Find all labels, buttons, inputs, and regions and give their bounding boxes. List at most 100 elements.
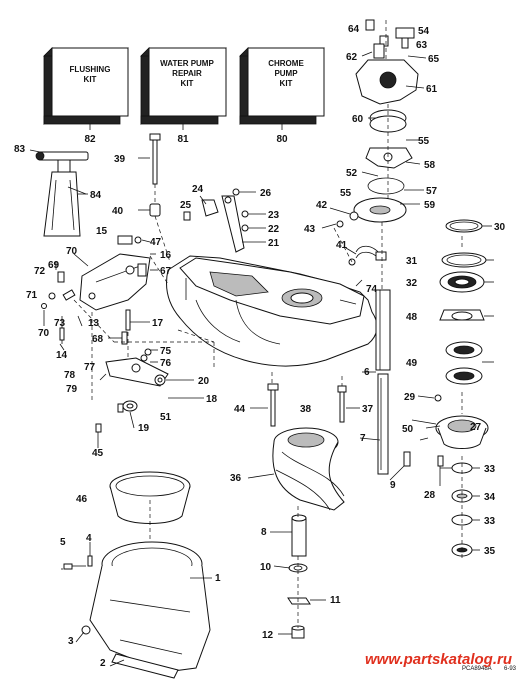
kit-label-line1: FLUSHING: [70, 65, 111, 74]
kit-label-line1: WATER PUMP: [160, 59, 214, 68]
kit-label-line2: PUMP: [274, 69, 298, 78]
bracket-18: [105, 348, 204, 399]
callout-70: 70: [66, 246, 78, 257]
callout-70: 70: [38, 328, 50, 339]
callout-4: 4: [86, 533, 92, 544]
callout-80: 80: [276, 134, 288, 145]
callout-72: 72: [34, 266, 46, 277]
callout-81: 81: [177, 134, 189, 145]
callout-7: 7: [360, 433, 366, 444]
figure-code: PCA8948A: [462, 666, 492, 672]
callout-34: 34: [484, 492, 496, 503]
bolt-45: [95, 423, 102, 440]
callout-27: 27: [470, 422, 482, 433]
callout-71: 71: [26, 290, 38, 301]
callout-68: 68: [92, 334, 104, 345]
callout-19: 19: [138, 423, 150, 434]
callout-25: 25: [180, 200, 192, 211]
seal-48: [439, 309, 485, 321]
upper-pump-parts: [353, 19, 419, 223]
callout-63: 63: [416, 40, 428, 51]
callout-78: 78: [64, 370, 76, 381]
callout-33: 33: [484, 464, 496, 475]
callout-38: 38: [300, 404, 312, 415]
callout-43: 43: [304, 224, 316, 235]
bearing-32: [439, 271, 485, 293]
callout-26: 26: [260, 188, 272, 199]
callout-52: 52: [346, 168, 358, 179]
bracket-21: [221, 188, 266, 253]
small-parts-left: [41, 263, 147, 344]
seal-housing-50: [435, 415, 489, 449]
flushing-adapter: [29, 149, 89, 237]
watermark-link[interactable]: www.partskatalog.ru: [365, 651, 512, 668]
callout-74: 74: [366, 284, 378, 295]
callout-36: 36: [230, 473, 242, 484]
callout-59: 59: [424, 200, 436, 211]
screw-25: [183, 211, 191, 221]
intake-nozzle-1: [81, 541, 211, 673]
callout-58: 58: [424, 160, 436, 171]
callout-39: 39: [114, 154, 126, 165]
callout-6: 6: [364, 367, 370, 378]
callout-44: 44: [234, 404, 246, 415]
bolt-44: [267, 383, 279, 427]
callout-2: 2: [100, 658, 106, 669]
mount-bracket-13: [79, 253, 151, 311]
callout-30: 30: [494, 222, 506, 233]
callout-69: 69: [48, 260, 60, 271]
callout-8: 8: [261, 527, 267, 538]
shaft-7: [377, 373, 389, 475]
hose-41: [348, 245, 387, 266]
callout-83: 83: [14, 144, 26, 155]
kit-label-line1: CHROME: [268, 59, 304, 68]
callout-37: 37: [362, 404, 374, 415]
pump-housing: [166, 255, 378, 367]
callout-65: 65: [428, 54, 440, 65]
callout-60: 60: [352, 114, 364, 125]
callout-45: 45: [92, 448, 104, 459]
callout-12: 12: [262, 630, 274, 641]
washer-11: [287, 597, 311, 605]
callout-75: 75: [160, 346, 172, 357]
callout-29: 29: [404, 392, 416, 403]
shaft-6: [375, 289, 391, 371]
stud-17: [125, 309, 150, 331]
kit-label-line2: KIT: [84, 75, 97, 84]
callout-61: 61: [426, 84, 438, 95]
screws-4-5: [63, 555, 93, 570]
sleeve-8: [291, 514, 307, 557]
callout-67: 67: [160, 266, 172, 277]
callout-49: 49: [406, 358, 418, 369]
callout-35: 35: [484, 546, 496, 557]
spacer-40: [138, 203, 161, 217]
callout-18: 18: [206, 394, 218, 405]
callout-54: 54: [418, 26, 430, 37]
callout-55: 55: [418, 136, 430, 147]
nut-29: [434, 394, 442, 402]
chrome-pump-kit-box: CHROME PUMP KIT 80: [239, 47, 325, 145]
figure-date: 6-93: [504, 666, 517, 672]
callout-46: 46: [76, 494, 88, 505]
callout-17: 17: [152, 318, 164, 329]
callout-1: 1: [215, 573, 221, 584]
flushing-kit-box: FLUSHING KIT 82: [43, 47, 129, 145]
callout-79: 79: [66, 384, 78, 395]
ring-31: [441, 252, 487, 268]
clamp-24: [199, 195, 219, 217]
callout-41: 41: [336, 240, 348, 251]
wear-ring-46: [109, 471, 191, 524]
callout-22: 22: [268, 224, 280, 235]
callout-24: 24: [192, 184, 204, 195]
callout-33: 33: [484, 516, 496, 527]
callout-76: 76: [160, 358, 172, 369]
kit-label-line3: KIT: [280, 79, 293, 88]
callout-15: 15: [96, 226, 108, 237]
key-9: [403, 451, 411, 467]
screw-28: [437, 455, 444, 467]
callout-13: 13: [88, 318, 100, 329]
callout-3: 3: [68, 636, 74, 647]
bolt-37: [337, 385, 347, 423]
callout-50: 50: [402, 424, 414, 435]
